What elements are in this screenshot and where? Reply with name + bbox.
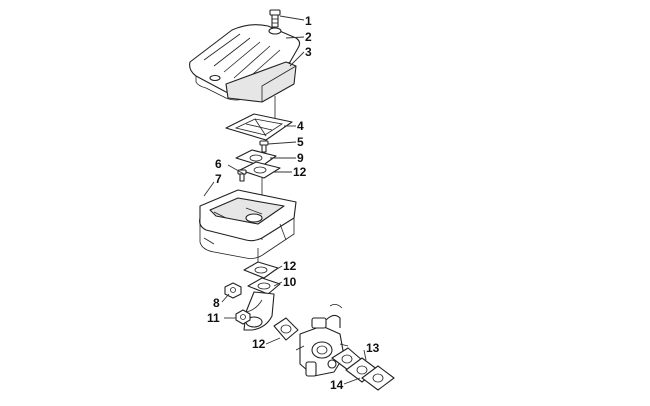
- callout-10: 10: [283, 275, 297, 289]
- part-filter-element-3: [225, 61, 297, 103]
- leader-lines: [203, 15, 367, 385]
- part-carburetor: [295, 304, 349, 377]
- part-airbox-housing-7: [199, 189, 297, 259]
- callout-11: 11: [207, 311, 220, 325]
- part-screw-5: [259, 140, 269, 153]
- part-gasket-13-second: [361, 365, 395, 391]
- part-gasket-12-middle: [243, 261, 279, 279]
- callout-1: 1: [305, 14, 312, 28]
- part-gasket-12-upper: [239, 161, 281, 179]
- part-intake-elbow-10: [243, 277, 281, 331]
- part-gasket-12-lower: [273, 317, 299, 341]
- callout-4: 4: [297, 119, 304, 133]
- callout-7: 7: [215, 172, 222, 186]
- callout-6: 6: [215, 157, 222, 171]
- callout-14: 14: [330, 378, 344, 392]
- callout-labels: 1 2 3 4 5 9 6 12 7 12 10 8 11 12 13 14: [207, 14, 380, 392]
- callout-9: 9: [297, 151, 304, 165]
- callout-12-upper: 12: [293, 165, 307, 179]
- callout-12-lower: 12: [252, 337, 266, 351]
- part-screw-6: [237, 169, 247, 182]
- callout-8: 8: [213, 296, 220, 310]
- callout-2: 2: [305, 30, 312, 44]
- part-screw-1: [269, 9, 281, 28]
- callout-12-middle: 12: [283, 259, 297, 273]
- part-nut-11: [235, 309, 251, 325]
- callout-3: 3: [305, 45, 312, 59]
- part-filter-frame-4: [225, 113, 293, 141]
- callout-13: 13: [366, 341, 380, 355]
- callout-5: 5: [297, 135, 304, 149]
